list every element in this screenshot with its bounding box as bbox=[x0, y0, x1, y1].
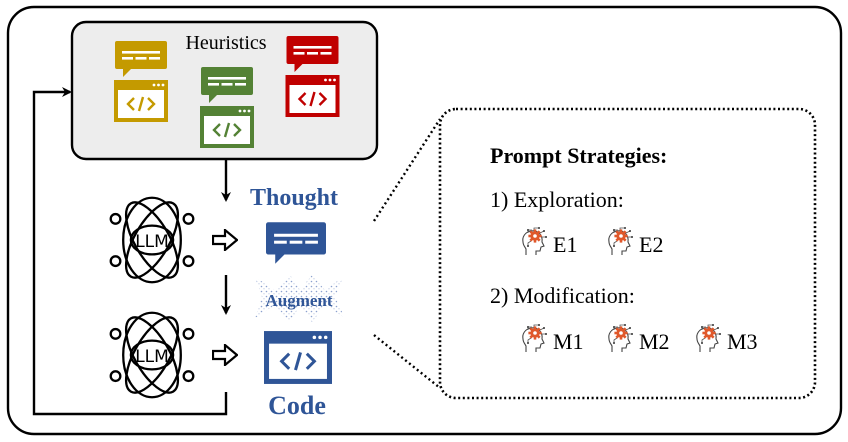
code-label: Code bbox=[268, 391, 326, 420]
zoom-connector-top bbox=[372, 118, 442, 222]
strategy-label: M3 bbox=[727, 329, 758, 354]
code-window-icon bbox=[200, 106, 254, 148]
strategies-title: Prompt Strategies: bbox=[490, 143, 667, 168]
hollow-right-arrow-icon bbox=[212, 229, 238, 251]
llm-code-generator: LLM bbox=[109, 308, 195, 402]
exploration-label: 1) Exploration: bbox=[490, 187, 624, 212]
llm-thought-generator: LLM bbox=[109, 193, 195, 287]
hollow-right-arrow-icon bbox=[212, 344, 238, 366]
strategy-label: E2 bbox=[639, 232, 663, 257]
head-gear-icon bbox=[608, 324, 634, 353]
head-gear-icon bbox=[522, 324, 548, 353]
heuristics-title: Heuristics bbox=[185, 32, 266, 54]
strategy-m2: M2 bbox=[608, 324, 670, 354]
heuristic-red bbox=[285, 36, 340, 117]
strategy-e2: E2 bbox=[608, 227, 663, 257]
code-window-icon bbox=[285, 75, 340, 117]
modification-label: 2) Modification: bbox=[490, 283, 635, 308]
thought-label: Thought bbox=[250, 185, 338, 211]
llm-label: LLM bbox=[135, 232, 169, 252]
strategy-e1: E1 bbox=[522, 227, 577, 257]
outer-frame bbox=[6, 5, 843, 436]
heuristics-pool: Heuristics bbox=[70, 20, 379, 161]
strategy-m3: M3 bbox=[696, 324, 758, 354]
augment-burst bbox=[255, 275, 345, 322]
augment-operation: Augment bbox=[255, 275, 345, 322]
code-window-icon bbox=[264, 331, 332, 384]
head-gear-icon bbox=[696, 324, 722, 353]
speech-bubble-icon bbox=[266, 222, 326, 264]
head-gear-icon bbox=[608, 227, 634, 256]
augment-label: Augment bbox=[265, 291, 332, 310]
feedback-loop-arrow bbox=[32, 87, 228, 416]
code-window-icon bbox=[114, 80, 168, 122]
zoom-connector-bottom bbox=[373, 334, 441, 389]
strategy-label: E1 bbox=[553, 232, 577, 257]
heuristic-yellow bbox=[114, 41, 168, 122]
strategy-label: M1 bbox=[553, 329, 584, 354]
head-gear-icon bbox=[522, 227, 548, 256]
prompt-strategies-panel bbox=[438, 107, 817, 400]
heuristic-green bbox=[200, 67, 254, 148]
strategy-m1: M1 bbox=[522, 324, 584, 354]
strategy-label: M2 bbox=[639, 329, 670, 354]
llm-label: LLM bbox=[135, 347, 169, 367]
